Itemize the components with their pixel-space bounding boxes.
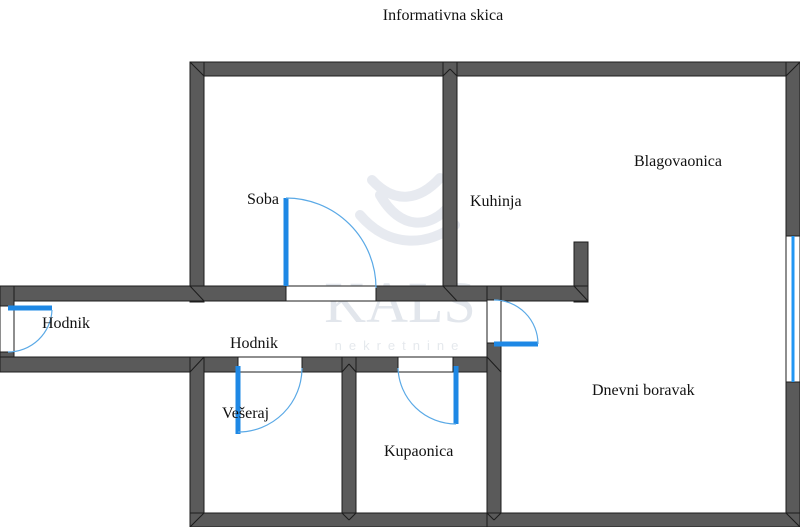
- wall-corridor-top-right: [375, 285, 589, 302]
- windows: [785, 235, 800, 383]
- doors: [7, 197, 539, 434]
- door-arc-entrance: [7, 309, 53, 353]
- room-label-hodnik-center: Hodnik: [230, 335, 278, 352]
- wall-bottom-left: [189, 512, 502, 527]
- watermark-logo-icon: [355, 173, 460, 246]
- door-frame-entrance: [0, 305, 15, 353]
- watermark-subtitle: nekretnine: [335, 338, 466, 353]
- room-label-kupaonica: Kupaonica: [384, 443, 453, 460]
- wall-bottom-right: [486, 512, 800, 527]
- wall-top: [189, 61, 800, 77]
- door-arc-soba: [285, 197, 377, 289]
- wall-soba-kuhinja: [442, 61, 458, 287]
- plan-title: Informativna skica: [383, 7, 503, 24]
- room-label-kuhinja: Kuhinja: [470, 193, 522, 210]
- walls: [0, 61, 800, 527]
- door-frame-veseraj: [237, 356, 303, 373]
- room-label-blagovaonica: Blagovaonica: [634, 153, 722, 170]
- door-frame-boravak: [486, 299, 502, 344]
- room-label-dnevni-boravak: Dnevni boravak: [592, 382, 695, 399]
- room-label-veseraj: Vešeraj: [222, 405, 269, 422]
- wall-corridor-right-bottom: [486, 342, 502, 527]
- door-arc-kupaonica: [397, 367, 457, 425]
- wall-corridor-top-left: [0, 285, 287, 302]
- room-label-hodnik-left: Hodnik: [42, 315, 90, 332]
- wall-soba-left: [189, 61, 205, 303]
- wall-corridor-right-top: [486, 285, 502, 301]
- door-frame-kupaonica: [397, 356, 454, 373]
- wall-veseraj-left: [189, 356, 205, 527]
- door-arc-boravak: [493, 299, 539, 345]
- door-arc-veseraj: [237, 367, 303, 433]
- wall-veseraj-kupaonica: [341, 356, 357, 527]
- door-frames: [0, 285, 502, 373]
- wall-joints: [189, 61, 800, 527]
- wall-corridor-left: [0, 285, 15, 307]
- room-label-soba: Soba: [247, 191, 279, 208]
- door-frame-soba: [285, 285, 377, 302]
